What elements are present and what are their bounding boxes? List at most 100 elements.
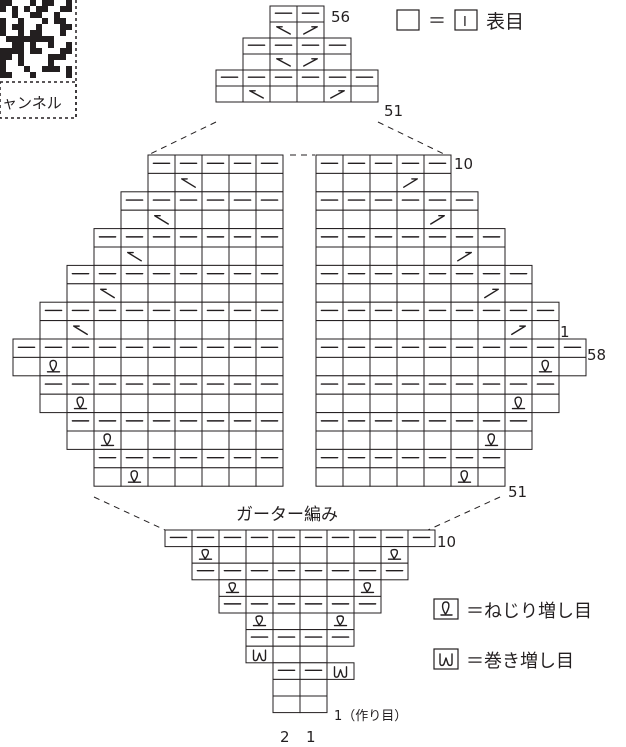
chart-cell bbox=[93, 467, 122, 487]
chart-cell bbox=[423, 375, 452, 395]
row-label-51-middle: 51 bbox=[508, 483, 527, 501]
chart-cell bbox=[407, 529, 436, 548]
qr-module bbox=[60, 24, 66, 30]
chart-cell bbox=[272, 629, 301, 647]
chart-cell bbox=[66, 430, 95, 450]
qr-module bbox=[0, 6, 6, 12]
right-decrease-mark bbox=[100, 288, 115, 299]
chart-cell bbox=[174, 246, 203, 266]
chart-cell bbox=[147, 320, 176, 340]
chart-cell bbox=[120, 191, 149, 211]
chart-cell bbox=[299, 695, 328, 714]
chart-cell bbox=[272, 546, 301, 564]
left-decrease-mark bbox=[484, 288, 499, 299]
chart-cell bbox=[450, 338, 479, 358]
chart-cell bbox=[201, 338, 230, 358]
qr-module bbox=[60, 6, 66, 12]
chart-cell bbox=[174, 412, 203, 432]
chart-cell bbox=[93, 338, 122, 358]
chart-cell bbox=[396, 356, 425, 377]
twisted-increase-mark bbox=[360, 582, 375, 594]
qr-module bbox=[12, 48, 18, 54]
qr-module bbox=[66, 48, 72, 54]
chart-cell bbox=[147, 393, 176, 414]
qr-module bbox=[0, 24, 6, 30]
chart-cell bbox=[120, 448, 149, 469]
qr-module bbox=[6, 36, 12, 42]
chart-cell bbox=[215, 69, 244, 87]
qr-module bbox=[36, 30, 42, 36]
chart-cell bbox=[228, 448, 257, 469]
chart-cell bbox=[201, 209, 230, 230]
chart-cell bbox=[272, 612, 301, 631]
chart-cell bbox=[342, 191, 371, 211]
chart-cell bbox=[147, 154, 176, 174]
chart-cell bbox=[228, 246, 257, 266]
chart-cell bbox=[174, 228, 203, 248]
qr-module bbox=[30, 48, 36, 54]
left-decrease-mark bbox=[303, 26, 318, 35]
chart-cell bbox=[242, 69, 271, 87]
qr-module bbox=[54, 66, 60, 72]
chart-cell bbox=[66, 301, 95, 322]
chart-cell bbox=[477, 246, 506, 266]
chart-cell bbox=[423, 301, 452, 322]
chart-cell bbox=[39, 375, 68, 395]
chart-cell bbox=[174, 448, 203, 469]
chart-cell bbox=[369, 172, 398, 193]
chart-cell bbox=[228, 356, 257, 377]
chart-cell bbox=[323, 53, 352, 71]
chart-cell bbox=[450, 412, 479, 432]
chart-cell bbox=[423, 191, 452, 211]
chart-cell bbox=[558, 356, 587, 377]
chart-cell bbox=[147, 301, 176, 322]
chart-cell bbox=[269, 85, 298, 103]
right-decrease-mark bbox=[73, 325, 88, 336]
qr-module bbox=[48, 36, 54, 42]
chart-cell bbox=[450, 283, 479, 303]
chart-cell bbox=[255, 448, 284, 469]
chart-cell bbox=[326, 562, 355, 581]
qr-module bbox=[18, 30, 24, 36]
qr-module bbox=[66, 6, 72, 12]
chart-cell bbox=[299, 529, 328, 548]
chart-cell bbox=[201, 448, 230, 469]
chart-cell bbox=[380, 562, 409, 581]
chart-cell bbox=[299, 678, 328, 697]
chart-cell bbox=[423, 448, 452, 469]
chart-cell bbox=[380, 529, 409, 548]
legend-twisted-increase: ＝ねじり増し目 bbox=[433, 598, 592, 622]
chart-cell bbox=[342, 412, 371, 432]
chart-cell bbox=[326, 595, 355, 614]
qr-module bbox=[0, 30, 6, 36]
legend-knit-label: 表目 bbox=[486, 11, 524, 33]
chart-cell bbox=[450, 228, 479, 248]
chart-cell bbox=[120, 209, 149, 230]
qr-module bbox=[54, 12, 60, 18]
qr-module bbox=[60, 18, 66, 24]
twisted-increase-mark bbox=[73, 396, 88, 410]
chart-cell bbox=[201, 228, 230, 248]
chart-cell bbox=[201, 283, 230, 303]
chart-cell bbox=[296, 69, 325, 87]
qr-module bbox=[30, 12, 36, 18]
knit-cell-icon bbox=[454, 9, 478, 31]
qr-code[interactable]: ャンネル bbox=[0, 0, 77, 119]
chart-cell bbox=[396, 412, 425, 432]
chart-cell bbox=[174, 375, 203, 395]
left-decrease-mark bbox=[303, 58, 318, 67]
chart-cell bbox=[201, 264, 230, 285]
chart-cell bbox=[218, 562, 247, 581]
chart-cell bbox=[369, 393, 398, 414]
chart-cell bbox=[147, 228, 176, 248]
chart-cell bbox=[315, 467, 344, 487]
qr-module bbox=[36, 12, 42, 18]
stitch-label-2: 2 bbox=[280, 728, 290, 746]
chart-cell bbox=[299, 579, 328, 597]
chart-cell bbox=[255, 338, 284, 358]
chart-cell bbox=[396, 320, 425, 340]
qr-module bbox=[66, 72, 72, 78]
chart-cell bbox=[120, 228, 149, 248]
qr-module bbox=[30, 72, 36, 78]
chart-cell bbox=[147, 356, 176, 377]
